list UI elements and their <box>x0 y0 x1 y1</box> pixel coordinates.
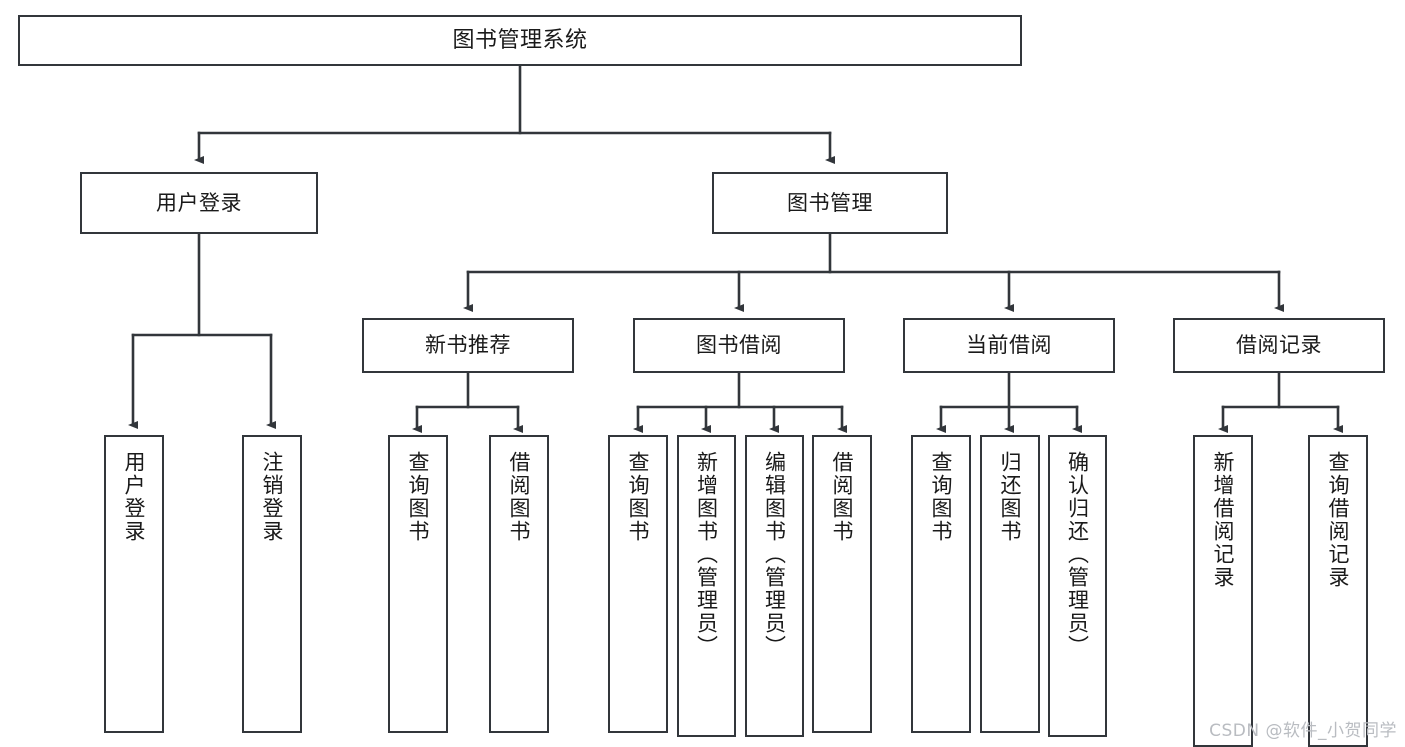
node-current-borrow-label: 当前借阅 <box>966 333 1052 358</box>
leaf-borrow-record-add[interactable]: 新增借阅记录 <box>1193 435 1253 747</box>
node-user-login[interactable]: 用户登录 <box>80 172 318 234</box>
leaf-book-borrow-borrow-label: 借阅图书 <box>830 451 855 543</box>
leaf-current-borrow-confirm-label: 确认归还（管理员） <box>1065 451 1090 658</box>
node-user-login-label: 用户登录 <box>156 190 242 215</box>
leaf-book-borrow-add[interactable]: 新增图书（管理员） <box>677 435 736 737</box>
leaf-new-book-query-label: 查询图书 <box>406 451 431 543</box>
leaf-book-borrow-edit-label: 编辑图书（管理员） <box>762 451 787 658</box>
leaf-user-login-signout[interactable]: 注销登录 <box>242 435 302 733</box>
leaf-user-login-signin[interactable]: 用户登录 <box>104 435 164 733</box>
leaf-new-book-borrow-label: 借阅图书 <box>507 451 532 543</box>
leaf-new-book-query[interactable]: 查询图书 <box>388 435 448 733</box>
leaf-user-login-signout-label: 注销登录 <box>260 451 285 543</box>
node-new-book-recommend-label: 新书推荐 <box>425 333 511 358</box>
node-root-label: 图书管理系统 <box>452 27 588 53</box>
watermark: CSDN @软件_小贺同学 <box>1209 721 1397 741</box>
leaf-current-borrow-confirm[interactable]: 确认归还（管理员） <box>1048 435 1107 737</box>
node-borrow-record-label: 借阅记录 <box>1236 333 1322 358</box>
leaf-borrow-record-add-label: 新增借阅记录 <box>1211 451 1236 589</box>
node-root[interactable]: 图书管理系统 <box>18 15 1022 66</box>
node-borrow-record[interactable]: 借阅记录 <box>1173 318 1385 373</box>
leaf-current-borrow-return[interactable]: 归还图书 <box>980 435 1040 733</box>
node-current-borrow[interactable]: 当前借阅 <box>903 318 1115 373</box>
leaf-borrow-record-query[interactable]: 查询借阅记录 <box>1308 435 1368 747</box>
node-book-management-label: 图书管理 <box>787 190 873 215</box>
leaf-book-borrow-borrow[interactable]: 借阅图书 <box>812 435 872 733</box>
node-book-borrow-label: 图书借阅 <box>696 333 782 358</box>
leaf-current-borrow-return-label: 归还图书 <box>998 451 1023 543</box>
node-book-management[interactable]: 图书管理 <box>712 172 948 234</box>
leaf-user-login-signin-label: 用户登录 <box>122 451 147 543</box>
leaf-borrow-record-query-label: 查询借阅记录 <box>1326 451 1351 589</box>
leaf-current-borrow-query[interactable]: 查询图书 <box>911 435 971 733</box>
leaf-book-borrow-add-label: 新增图书（管理员） <box>694 451 719 658</box>
node-new-book-recommend[interactable]: 新书推荐 <box>362 318 574 373</box>
leaf-current-borrow-query-label: 查询图书 <box>929 451 954 543</box>
leaf-book-borrow-edit[interactable]: 编辑图书（管理员） <box>745 435 804 737</box>
leaf-new-book-borrow[interactable]: 借阅图书 <box>489 435 549 733</box>
leaf-book-borrow-query[interactable]: 查询图书 <box>608 435 668 733</box>
node-book-borrow[interactable]: 图书借阅 <box>633 318 845 373</box>
leaf-book-borrow-query-label: 查询图书 <box>626 451 651 543</box>
